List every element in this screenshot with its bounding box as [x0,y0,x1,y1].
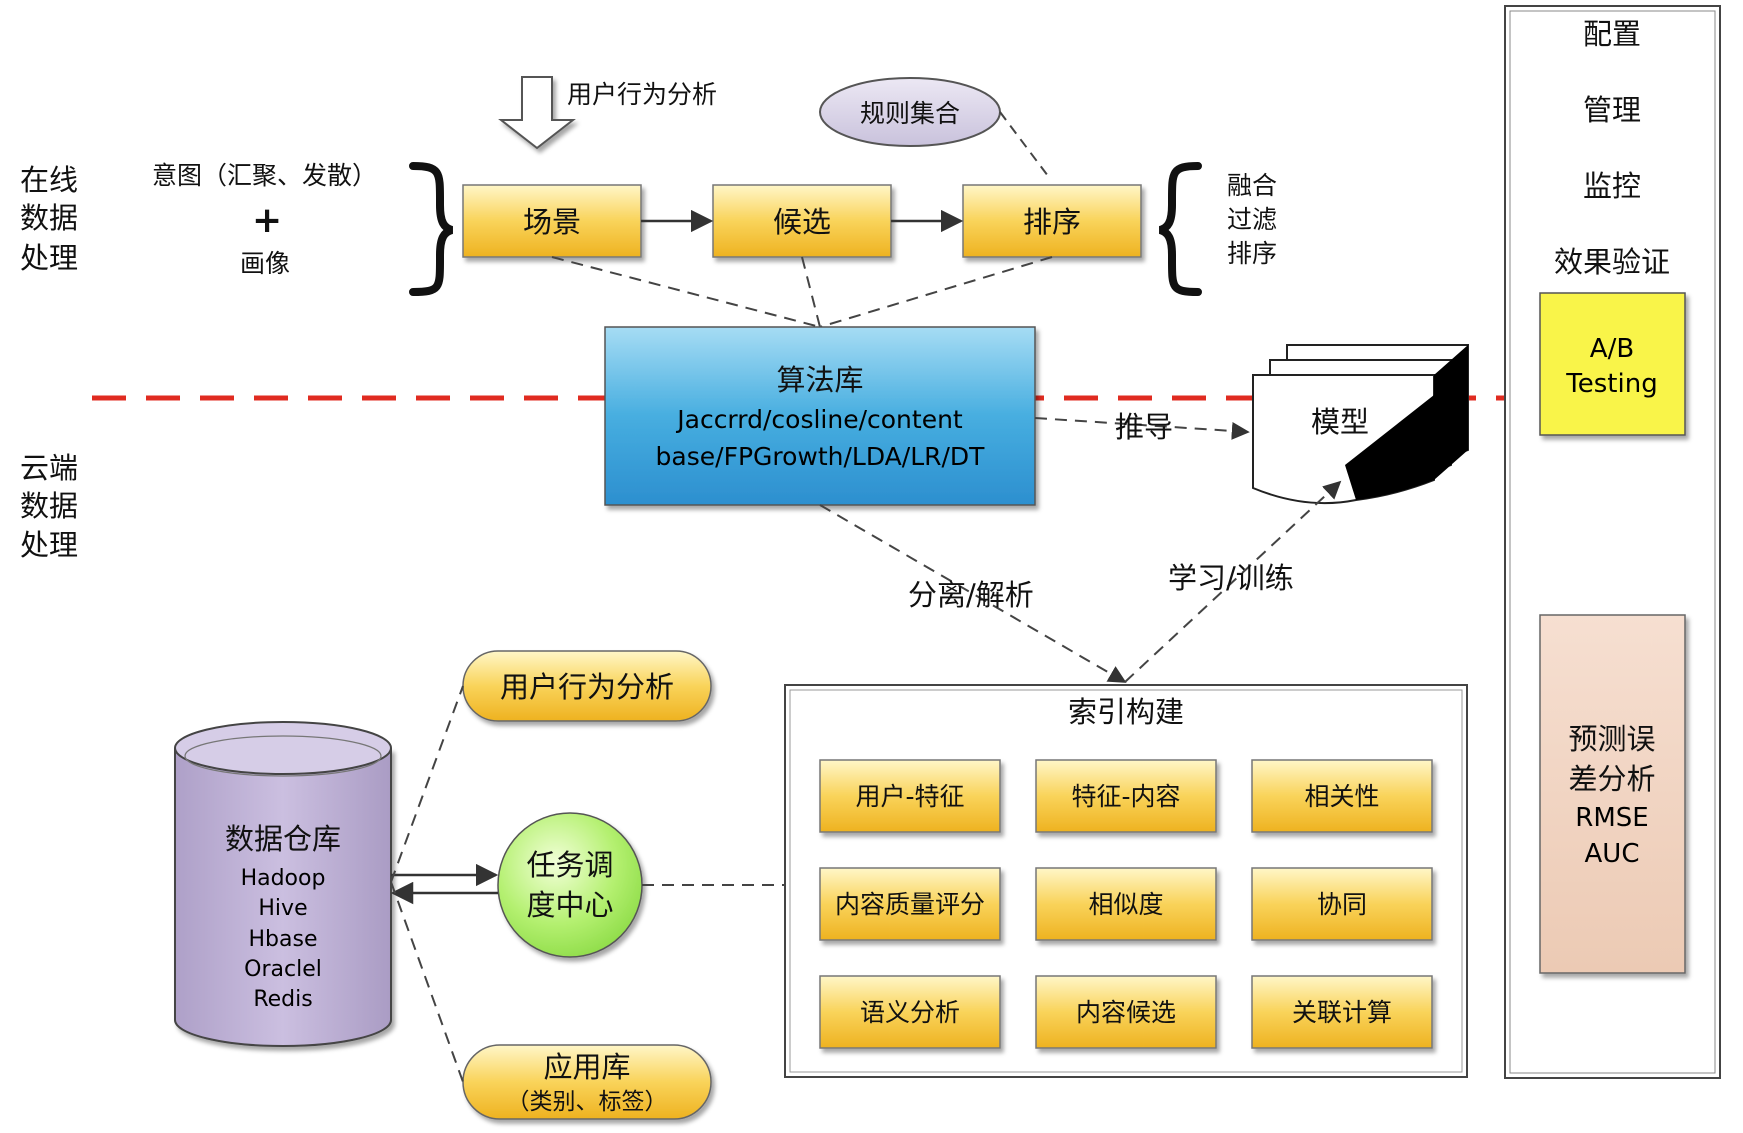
panel-monitor: 监控 [1583,169,1641,203]
svg-text:处理: 处理 [20,528,78,562]
index-cell: 特征-内容 [1035,759,1217,833]
index-cell-label: 相关性 [1304,782,1379,811]
svg-text:用户行为分析: 用户行为分析 [500,670,674,704]
svg-text:Hive: Hive [258,896,307,921]
portrait-label: 画像 [240,249,290,278]
index-cell-label: 相似度 [1088,890,1163,919]
user-behavior-arrow-label: 用户行为分析 [567,80,717,109]
svg-text:Redis: Redis [253,987,312,1012]
app-library-node: 应用库 （类别、标签） [462,1044,712,1120]
svg-text:Hbase: Hbase [249,927,318,952]
svg-text:任务调: 任务调 [526,848,613,882]
index-cell: 用户-特征 [819,759,1001,833]
ab-testing-node: A/B Testing [1539,292,1686,436]
index-cell-label: 内容候选 [1076,998,1176,1027]
svg-text:云端: 云端 [20,451,78,485]
side-label-online: 在线 数据 处理 [20,163,78,275]
train-label: 学习/训练 [1168,561,1294,595]
svg-text:过滤: 过滤 [1227,205,1277,234]
right-brace [1158,162,1202,296]
svg-text:数据: 数据 [20,489,78,523]
index-cell: 关联计算 [1251,975,1433,1049]
svg-text:排序: 排序 [1227,239,1277,268]
index-cell-label: 协同 [1317,890,1367,919]
user-behavior-node: 用户行为分析 [462,650,712,722]
svg-text:AUC: AUC [1585,839,1640,869]
scene-label: 场景 [523,205,581,239]
separate-label: 分离/解析 [908,578,1034,612]
svg-text:数据: 数据 [20,201,78,235]
svg-text:A/B: A/B [1590,334,1634,364]
algo-line2: base/FPGrowth/LDA/LR/DT [656,442,986,471]
index-cell: 内容候选 [1035,975,1217,1049]
svg-text:在线: 在线 [20,163,78,197]
index-cell-label: 用户-特征 [855,782,964,811]
svg-text:应用库: 应用库 [543,1050,630,1084]
svg-text:预测误: 预测误 [1568,722,1655,756]
plus-sign: + [252,200,282,241]
svg-text:RMSE: RMSE [1575,803,1648,833]
svg-text:差分析: 差分析 [1568,762,1655,796]
warehouse-user-behavior-link [390,685,464,883]
index-cell: 协同 [1251,867,1433,941]
svg-text:度中心: 度中心 [526,888,613,922]
index-cell-label: 特征-内容 [1071,782,1180,811]
index-cell: 相似度 [1035,867,1217,941]
intent-label: 意图（汇聚、发散） [152,161,377,190]
svg-text:（类别、标签）: （类别、标签） [507,1089,668,1115]
model-label: 模型 [1311,405,1369,439]
svg-text:Oraclel: Oraclel [244,957,322,982]
panel-manage: 管理 [1583,93,1641,127]
candidate-node: 候选 [712,184,892,258]
rules-to-ranking-link [999,111,1049,177]
scene-algo-link [551,256,821,328]
ranking-node: 排序 [962,184,1142,258]
index-cell: 语义分析 [819,975,1001,1049]
svg-text:Testing: Testing [1565,369,1657,399]
index-title: 索引构建 [1068,695,1184,729]
model-node: 模型 [1252,344,1469,505]
svg-text:Hadoop: Hadoop [241,866,326,891]
panel-verify: 效果验证 [1554,245,1670,279]
side-label-cloud: 云端 数据 处理 [20,451,78,562]
algorithm-library-node: 算法库 Jaccrrd/cosline/content base/FPGrowt… [604,326,1036,506]
ranking-algo-link [819,256,1053,328]
rules-set-label: 规则集合 [860,99,960,128]
algo-title: 算法库 [776,363,863,397]
post-steps: 融合 过滤 排序 [1227,171,1277,268]
index-cell: 相关性 [1251,759,1433,833]
ranking-label: 排序 [1023,205,1081,239]
warehouse-app-library-link [390,881,464,1083]
task-scheduler-node: 任务调 度中心 [497,812,643,958]
index-cell-label: 语义分析 [860,998,960,1027]
candidate-algo-link [801,256,821,328]
svg-text:融合: 融合 [1227,171,1277,200]
left-brace [409,162,454,296]
panel-config: 配置 [1583,17,1641,51]
down-arrow-icon [498,76,576,150]
algo-to-model-arrow [1034,417,1250,440]
svg-text:处理: 处理 [20,241,78,275]
index-to-model-arrow [1124,480,1342,683]
algo-line1: Jaccrrd/cosline/content [675,405,963,434]
candidate-label: 候选 [773,205,831,239]
error-analysis-node: 预测误 差分析 RMSE AUC [1539,614,1686,974]
derive-label: 推导 [1115,410,1173,444]
warehouse-title: 数据仓库 [225,822,341,856]
index-cell-label: 内容质量评分 [835,890,985,919]
scene-node: 场景 [462,184,642,258]
index-cell: 内容质量评分 [819,867,1001,941]
data-warehouse-node: 数据仓库 Hadoop Hive Hbase Oraclel Redis [174,721,392,1047]
index-cell-label: 关联计算 [1292,998,1392,1027]
